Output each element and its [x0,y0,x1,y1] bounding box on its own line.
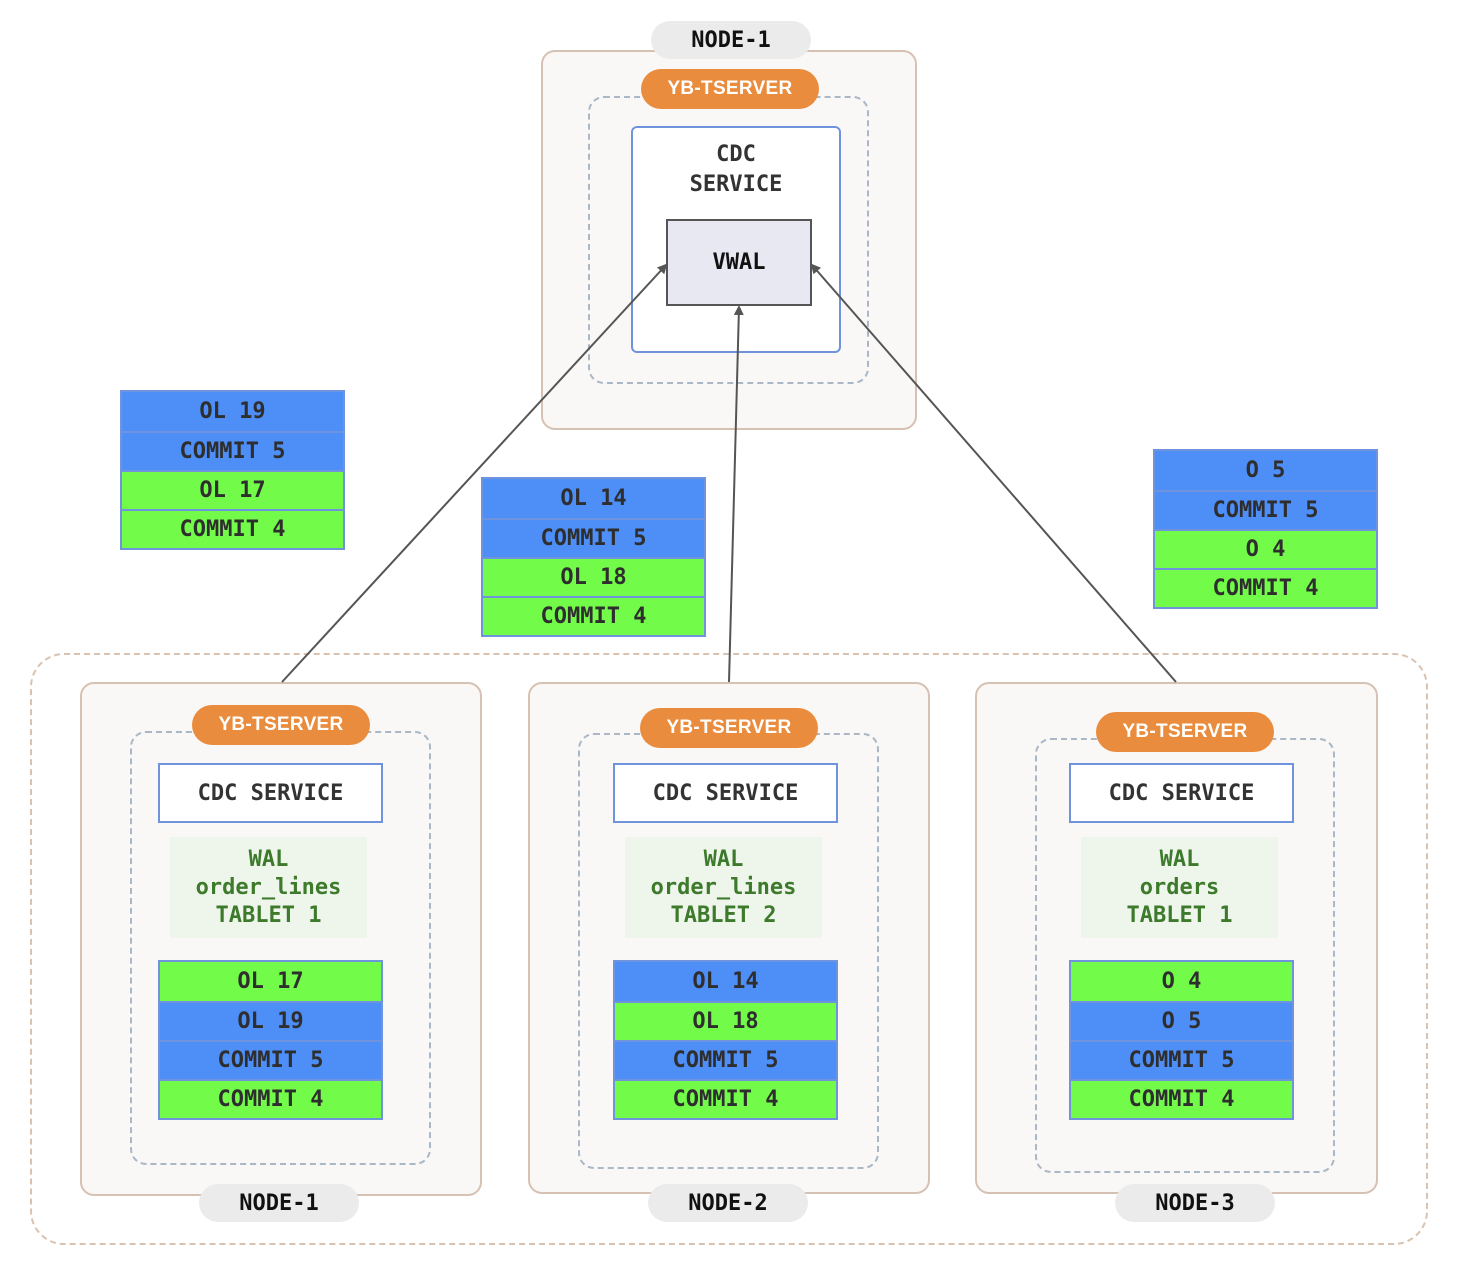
node-2-wal: WAL order_lines TABLET 2 [625,837,822,938]
stream-stack-2: OL 14 COMMIT 5 OL 18 COMMIT 4 [481,477,706,637]
stream-record: COMMIT 4 [1155,568,1376,607]
stream-record: OL 17 [122,470,343,509]
wal-record: COMMIT 5 [160,1040,381,1079]
stream-record: OL 19 [122,392,343,431]
stream-record: OL 18 [483,557,704,596]
wal-table: orders [1139,874,1220,900]
stream-record: COMMIT 5 [483,518,704,557]
wal-table: order_lines [650,874,797,900]
stream-record: COMMIT 4 [483,596,704,635]
node-2-tserver-badge: YB-TSERVER [640,708,818,748]
arrow-node-2-to-vwal [728,305,744,683]
wal-record: OL 14 [615,962,836,1001]
node-3-cdc-service: CDC SERVICE [1069,763,1294,823]
stream-record: COMMIT 5 [122,431,343,470]
stream-stack-3: O 5 COMMIT 5 O 4 COMMIT 4 [1153,449,1378,609]
wal-record: OL 17 [160,962,381,1001]
wal-record: COMMIT 5 [615,1040,836,1079]
arrow-node-1-to-vwal [281,263,668,683]
stream-record: O 4 [1155,529,1376,568]
wal-label: WAL [1159,846,1200,872]
node-1-tserver-badge: YB-TSERVER [192,705,370,745]
wal-record: COMMIT 4 [160,1079,381,1118]
stream-stack-1: OL 19 COMMIT 5 OL 17 COMMIT 4 [120,390,345,550]
wal-tablet: TABLET 1 [1126,902,1233,928]
arrow-node-3-to-vwal [810,263,1177,683]
wal-tablet: TABLET 1 [215,902,322,928]
vwal-box: VWAL [666,219,812,306]
wal-record: O 5 [1071,1001,1292,1040]
node-3-label: NODE-3 [1115,1184,1275,1222]
node-3-wal: WAL orders TABLET 1 [1081,837,1278,938]
top-node-box [541,50,917,430]
node-1-wal: WAL order_lines TABLET 1 [170,837,367,938]
stream-record: OL 14 [483,479,704,518]
stream-record: O 5 [1155,451,1376,490]
node-1-cdc-service: CDC SERVICE [158,763,383,823]
wal-record: COMMIT 5 [1071,1040,1292,1079]
wal-label: WAL [248,846,289,872]
wal-record: O 4 [1071,962,1292,1001]
node-1-records: OL 17 OL 19 COMMIT 5 COMMIT 4 [158,960,383,1120]
node-2-cdc-service: CDC SERVICE [613,763,838,823]
top-node-label: NODE-1 [651,21,811,59]
wal-label: WAL [703,846,744,872]
wal-table: order_lines [195,874,342,900]
stream-record: COMMIT 4 [122,509,343,548]
stream-record: COMMIT 5 [1155,490,1376,529]
node-3-tserver-badge: YB-TSERVER [1096,712,1274,752]
node-2-label: NODE-2 [648,1184,808,1222]
node-3-records: O 4 O 5 COMMIT 5 COMMIT 4 [1069,960,1294,1120]
top-cdc-service-label: CDC SERVICE [689,142,783,197]
wal-tablet: TABLET 2 [670,902,777,928]
wal-record: COMMIT 4 [615,1079,836,1118]
wal-record: OL 18 [615,1001,836,1040]
wal-record: COMMIT 4 [1071,1079,1292,1118]
top-tserver-badge: YB-TSERVER [641,69,819,109]
wal-record: OL 19 [160,1001,381,1040]
node-2-records: OL 14 OL 18 COMMIT 5 COMMIT 4 [613,960,838,1120]
node-1-label: NODE-1 [199,1184,359,1222]
